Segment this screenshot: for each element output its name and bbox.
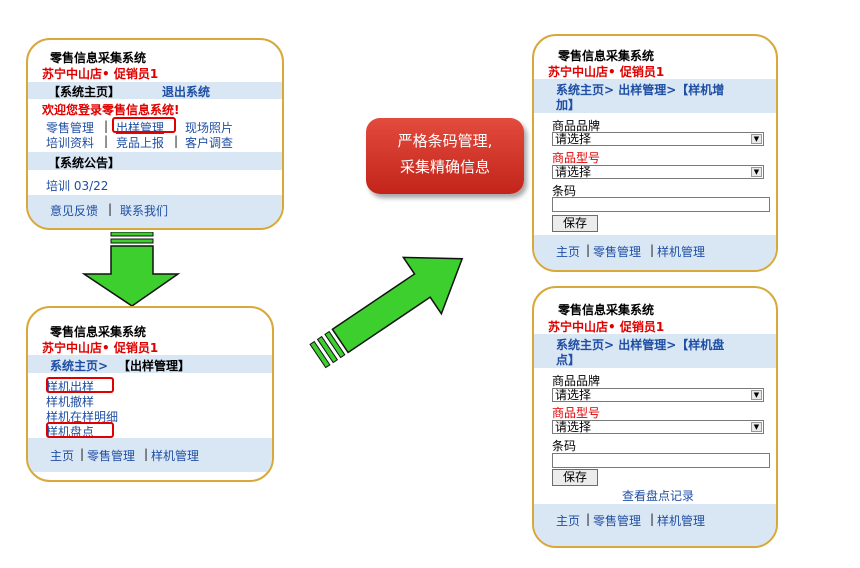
menu-site-photos[interactable]: 现场照片 — [185, 121, 234, 135]
add-footer-band — [534, 235, 776, 270]
chevron-down-icon[interactable]: ▼ — [751, 134, 762, 144]
view-records-link[interactable]: 查看盘点记录 — [622, 489, 695, 503]
notice-band — [28, 152, 282, 170]
chevron-down-icon[interactable]: ▼ — [751, 390, 762, 400]
menu-separator: | — [174, 134, 179, 148]
brand-label: 商品品牌 — [552, 374, 601, 388]
barcode-input[interactable] — [552, 453, 770, 468]
store-user-label: 苏宁中山店• 促销员1 — [548, 65, 665, 79]
footer-sample-link[interactable]: 样机管理 — [657, 514, 706, 528]
brand-label: 商品品牌 — [552, 119, 601, 133]
system-title: 零售信息采集系统 — [558, 303, 655, 317]
model-label: 商品型号 — [552, 151, 601, 165]
item-sample-withdraw[interactable]: 样机撤样 — [46, 395, 95, 409]
breadcrumb-band — [534, 334, 776, 368]
footer-sample-link[interactable]: 样机管理 — [657, 245, 706, 259]
home-screen-card: 零售信息采集系统 苏宁中山店• 促销员1 【系统主页】 退出系统 欢迎您登录零售… — [26, 38, 284, 230]
logout-link[interactable]: 退出系统 — [162, 85, 211, 99]
home-nav-band — [28, 82, 282, 99]
model-select[interactable]: 请选择 ▼ — [552, 420, 764, 434]
model-select-value: 请选择 — [555, 165, 592, 179]
footer-feedback-link[interactable]: 意见反馈 — [50, 204, 99, 218]
brand-select-value: 请选择 — [555, 132, 592, 146]
model-label: 商品型号 — [552, 406, 601, 420]
diagonal-arrow-icon — [309, 256, 464, 369]
callout-line2: 采集精确信息 — [399, 158, 490, 176]
footer-retail-link[interactable]: 零售管理 — [593, 245, 642, 259]
barcode-input[interactable] — [552, 197, 770, 212]
sample-footer-band — [28, 438, 272, 472]
footer-sample-link[interactable]: 样机管理 — [151, 449, 200, 463]
sample-display-highlight — [46, 377, 114, 393]
barcode-label: 条码 — [552, 439, 577, 453]
callout-line1: 严格条码管理, — [397, 132, 493, 150]
breadcrumb-home[interactable]: 系统主页> — [50, 359, 109, 373]
breadcrumb-band — [28, 355, 272, 373]
store-user-label: 苏宁中山店• 促销员1 — [42, 341, 159, 355]
footer-home-link[interactable]: 主页 — [556, 514, 581, 528]
footer-home-link[interactable]: 主页 — [50, 449, 75, 463]
brand-select-value: 请选择 — [555, 388, 592, 402]
notice-item[interactable]: 培训 03/22 — [46, 179, 109, 193]
menu-retail-management[interactable]: 零售管理 — [46, 121, 95, 135]
barcode-label: 条码 — [552, 184, 577, 198]
footer-retail-link[interactable]: 零售管理 — [593, 514, 642, 528]
save-button[interactable]: 保存 — [552, 469, 598, 486]
add-sample-card: 零售信息采集系统 苏宁中山店• 促销员1 系统主页> 出样管理>【样机增 加】 … — [532, 34, 778, 272]
brand-select[interactable]: 请选择 ▼ — [552, 132, 764, 146]
save-button[interactable]: 保存 — [552, 215, 598, 232]
footer-separator: | — [650, 243, 655, 257]
menu-training-materials[interactable]: 培训资料 — [46, 136, 95, 150]
breadcrumb-band — [534, 79, 776, 113]
menu-separator: | — [104, 134, 109, 148]
menu-separator: | — [104, 119, 109, 133]
down-arrow-icon — [81, 232, 181, 307]
store-user-label: 苏宁中山店• 促销员1 — [42, 67, 159, 81]
model-select-value: 请选择 — [555, 420, 592, 434]
chevron-down-icon[interactable]: ▼ — [751, 167, 762, 177]
footer-separator: | — [586, 243, 591, 257]
breadcrumb-line2: 点】 — [556, 353, 581, 367]
breadcrumb-line2: 加】 — [556, 98, 581, 112]
inventory-footer-band — [534, 504, 776, 546]
inventory-card: 零售信息采集系统 苏宁中山店• 促销员1 系统主页> 出样管理>【样机盘 点】 … — [532, 286, 778, 548]
breadcrumb-line1[interactable]: 系统主页> 出样管理>【样机盘 — [556, 338, 725, 352]
sample-inventory-highlight — [46, 422, 114, 438]
model-select[interactable]: 请选择 ▼ — [552, 165, 764, 179]
footer-separator: | — [144, 447, 149, 461]
nav-home-link[interactable]: 【系统主页】 — [48, 85, 121, 99]
footer-home-link[interactable]: 主页 — [556, 245, 581, 259]
callout-box: 严格条码管理, 采集精确信息 — [366, 118, 524, 194]
footer-separator: | — [108, 202, 113, 216]
menu-customer-survey[interactable]: 客户调查 — [185, 136, 234, 150]
chevron-down-icon[interactable]: ▼ — [751, 422, 762, 432]
item-sample-inventory[interactable]: 样机盘点 — [46, 425, 95, 439]
item-sample-detail[interactable]: 样机在样明细 — [46, 410, 119, 424]
notice-header: 【系统公告】 — [48, 156, 121, 170]
footer-separator: | — [650, 512, 655, 526]
menu-competitor-report[interactable]: 竞品上报 — [116, 136, 165, 150]
store-user-label: 苏宁中山店• 促销员1 — [548, 320, 665, 334]
breadcrumb-current: 【出样管理】 — [118, 359, 191, 373]
breadcrumb-line1[interactable]: 系统主页> 出样管理>【样机增 — [556, 83, 725, 97]
system-title: 零售信息采集系统 — [50, 325, 147, 339]
brand-select[interactable]: 请选择 ▼ — [552, 388, 764, 402]
footer-retail-link[interactable]: 零售管理 — [87, 449, 136, 463]
footer-separator: | — [80, 447, 85, 461]
welcome-message: 欢迎您登录零售信息系统! — [42, 103, 180, 117]
home-footer-band — [28, 195, 282, 228]
sample-management-card: 零售信息采集系统 苏宁中山店• 促销员1 系统主页> 【出样管理】 样机出样 样… — [26, 306, 274, 482]
sample-management-highlight — [112, 117, 176, 133]
footer-separator: | — [586, 512, 591, 526]
system-title: 零售信息采集系统 — [50, 51, 147, 65]
system-title: 零售信息采集系统 — [558, 49, 655, 63]
item-sample-display[interactable]: 样机出样 — [46, 380, 95, 394]
footer-contact-link[interactable]: 联系我们 — [120, 204, 169, 218]
